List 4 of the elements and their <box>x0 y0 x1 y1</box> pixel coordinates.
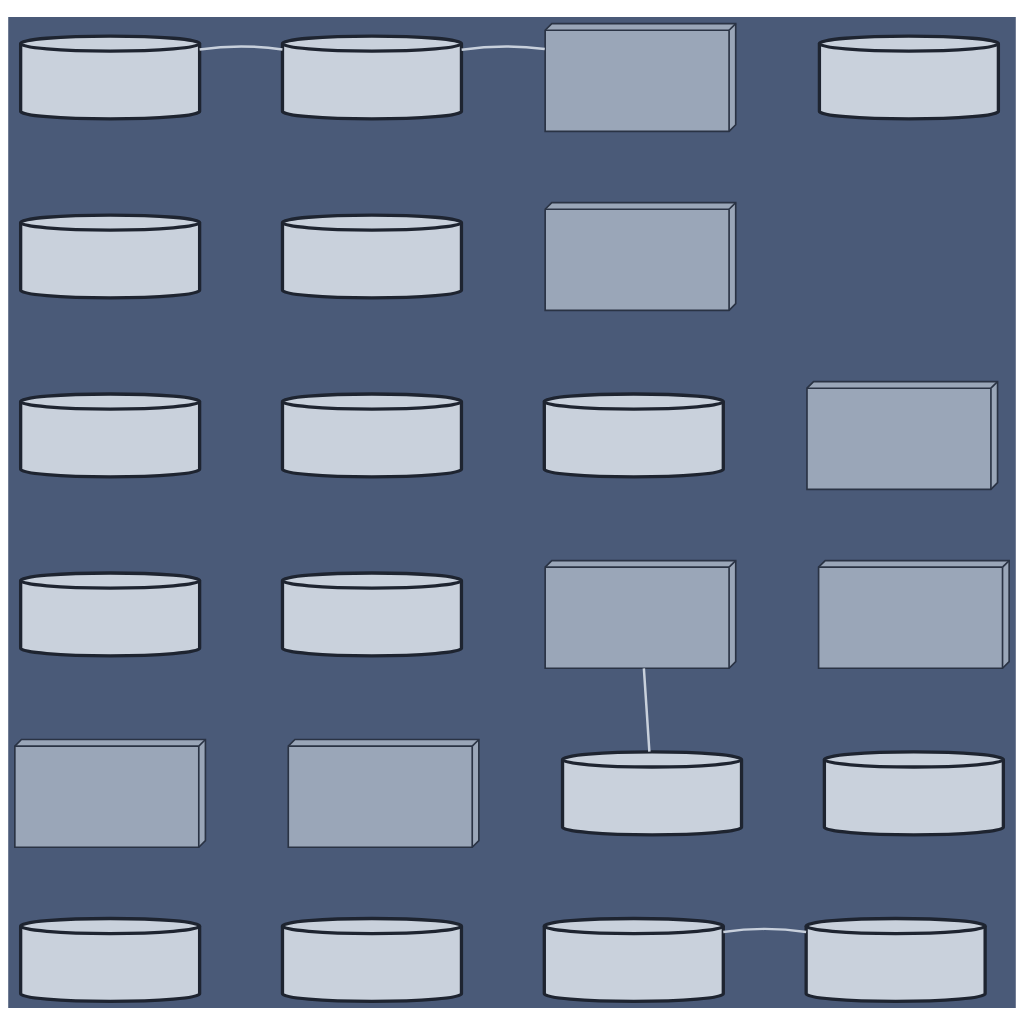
connector <box>642 667 651 752</box>
connector <box>723 927 807 933</box>
connector <box>461 44 545 51</box>
connector <box>199 44 283 51</box>
